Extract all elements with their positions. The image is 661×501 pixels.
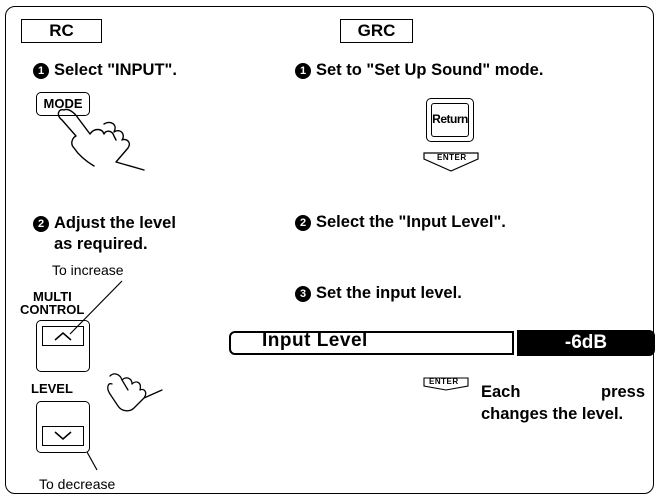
- multi-label: MULTI: [33, 289, 72, 304]
- display-label-box: [229, 331, 514, 355]
- display-label: Input Level: [262, 330, 368, 351]
- grc-step-1-text: Set to "Set Up Sound" mode.: [316, 61, 544, 79]
- step-number-badge: 3: [295, 286, 311, 302]
- up-key-inner: [42, 326, 84, 346]
- step-number-badge: 2: [33, 216, 49, 232]
- note-line-1a: Each: [481, 383, 521, 401]
- step-number-badge: 1: [295, 63, 311, 79]
- level-label: LEVEL: [31, 381, 73, 396]
- rc-step-2-line2: as required.: [54, 235, 148, 253]
- down-key-inner: [42, 426, 84, 446]
- enter-label: ENTER: [437, 153, 467, 162]
- multi-control-up-key: [36, 320, 90, 372]
- control-label: CONTROL: [20, 302, 85, 317]
- grc-step-3: 3 Set the input level.: [295, 284, 462, 303]
- enter-arrow-badge: [423, 152, 479, 172]
- enter-badge-small: [423, 377, 469, 391]
- mode-key: MODE: [36, 92, 90, 116]
- multi-control-down-key: [36, 401, 90, 453]
- rc-tag: RC: [21, 19, 102, 43]
- chevron-down-icon: [54, 431, 72, 440]
- grc-step-1: 1 Set to "Set Up Sound" mode.: [295, 61, 543, 80]
- grc-step-2-text: Select the "Input Level".: [316, 213, 506, 231]
- grc-step-2: 2 Select the "Input Level".: [295, 213, 506, 232]
- rc-step-1-text: Select "INPUT".: [54, 61, 177, 79]
- step-number-badge: 1: [33, 63, 49, 79]
- rc-step-1: 1 Select "INPUT".: [33, 61, 177, 80]
- hand-icon: [107, 373, 163, 412]
- chevron-up-icon: [54, 332, 72, 341]
- grc-step-3-text: Set the input level.: [316, 284, 462, 302]
- note-line-1b: press: [601, 383, 646, 401]
- display-value: -6dB: [517, 330, 655, 356]
- rc-step-2-line1: Adjust the level: [54, 214, 176, 232]
- return-key: [426, 98, 474, 142]
- to-increase-label: To increase: [52, 262, 124, 278]
- rc-step-2: 2 Adjust the level as required.: [33, 213, 176, 255]
- instruction-frame: [5, 6, 654, 494]
- grc-tag: GRC: [340, 19, 413, 43]
- to-decrease-label: To decrease: [39, 476, 116, 492]
- return-key-face: Return: [431, 103, 469, 137]
- enter-label-2: ENTER: [429, 377, 459, 386]
- pressing-hand-icon: [57, 108, 145, 171]
- note-line-2: changes the level.: [481, 405, 624, 423]
- step-number-badge: 2: [295, 215, 311, 231]
